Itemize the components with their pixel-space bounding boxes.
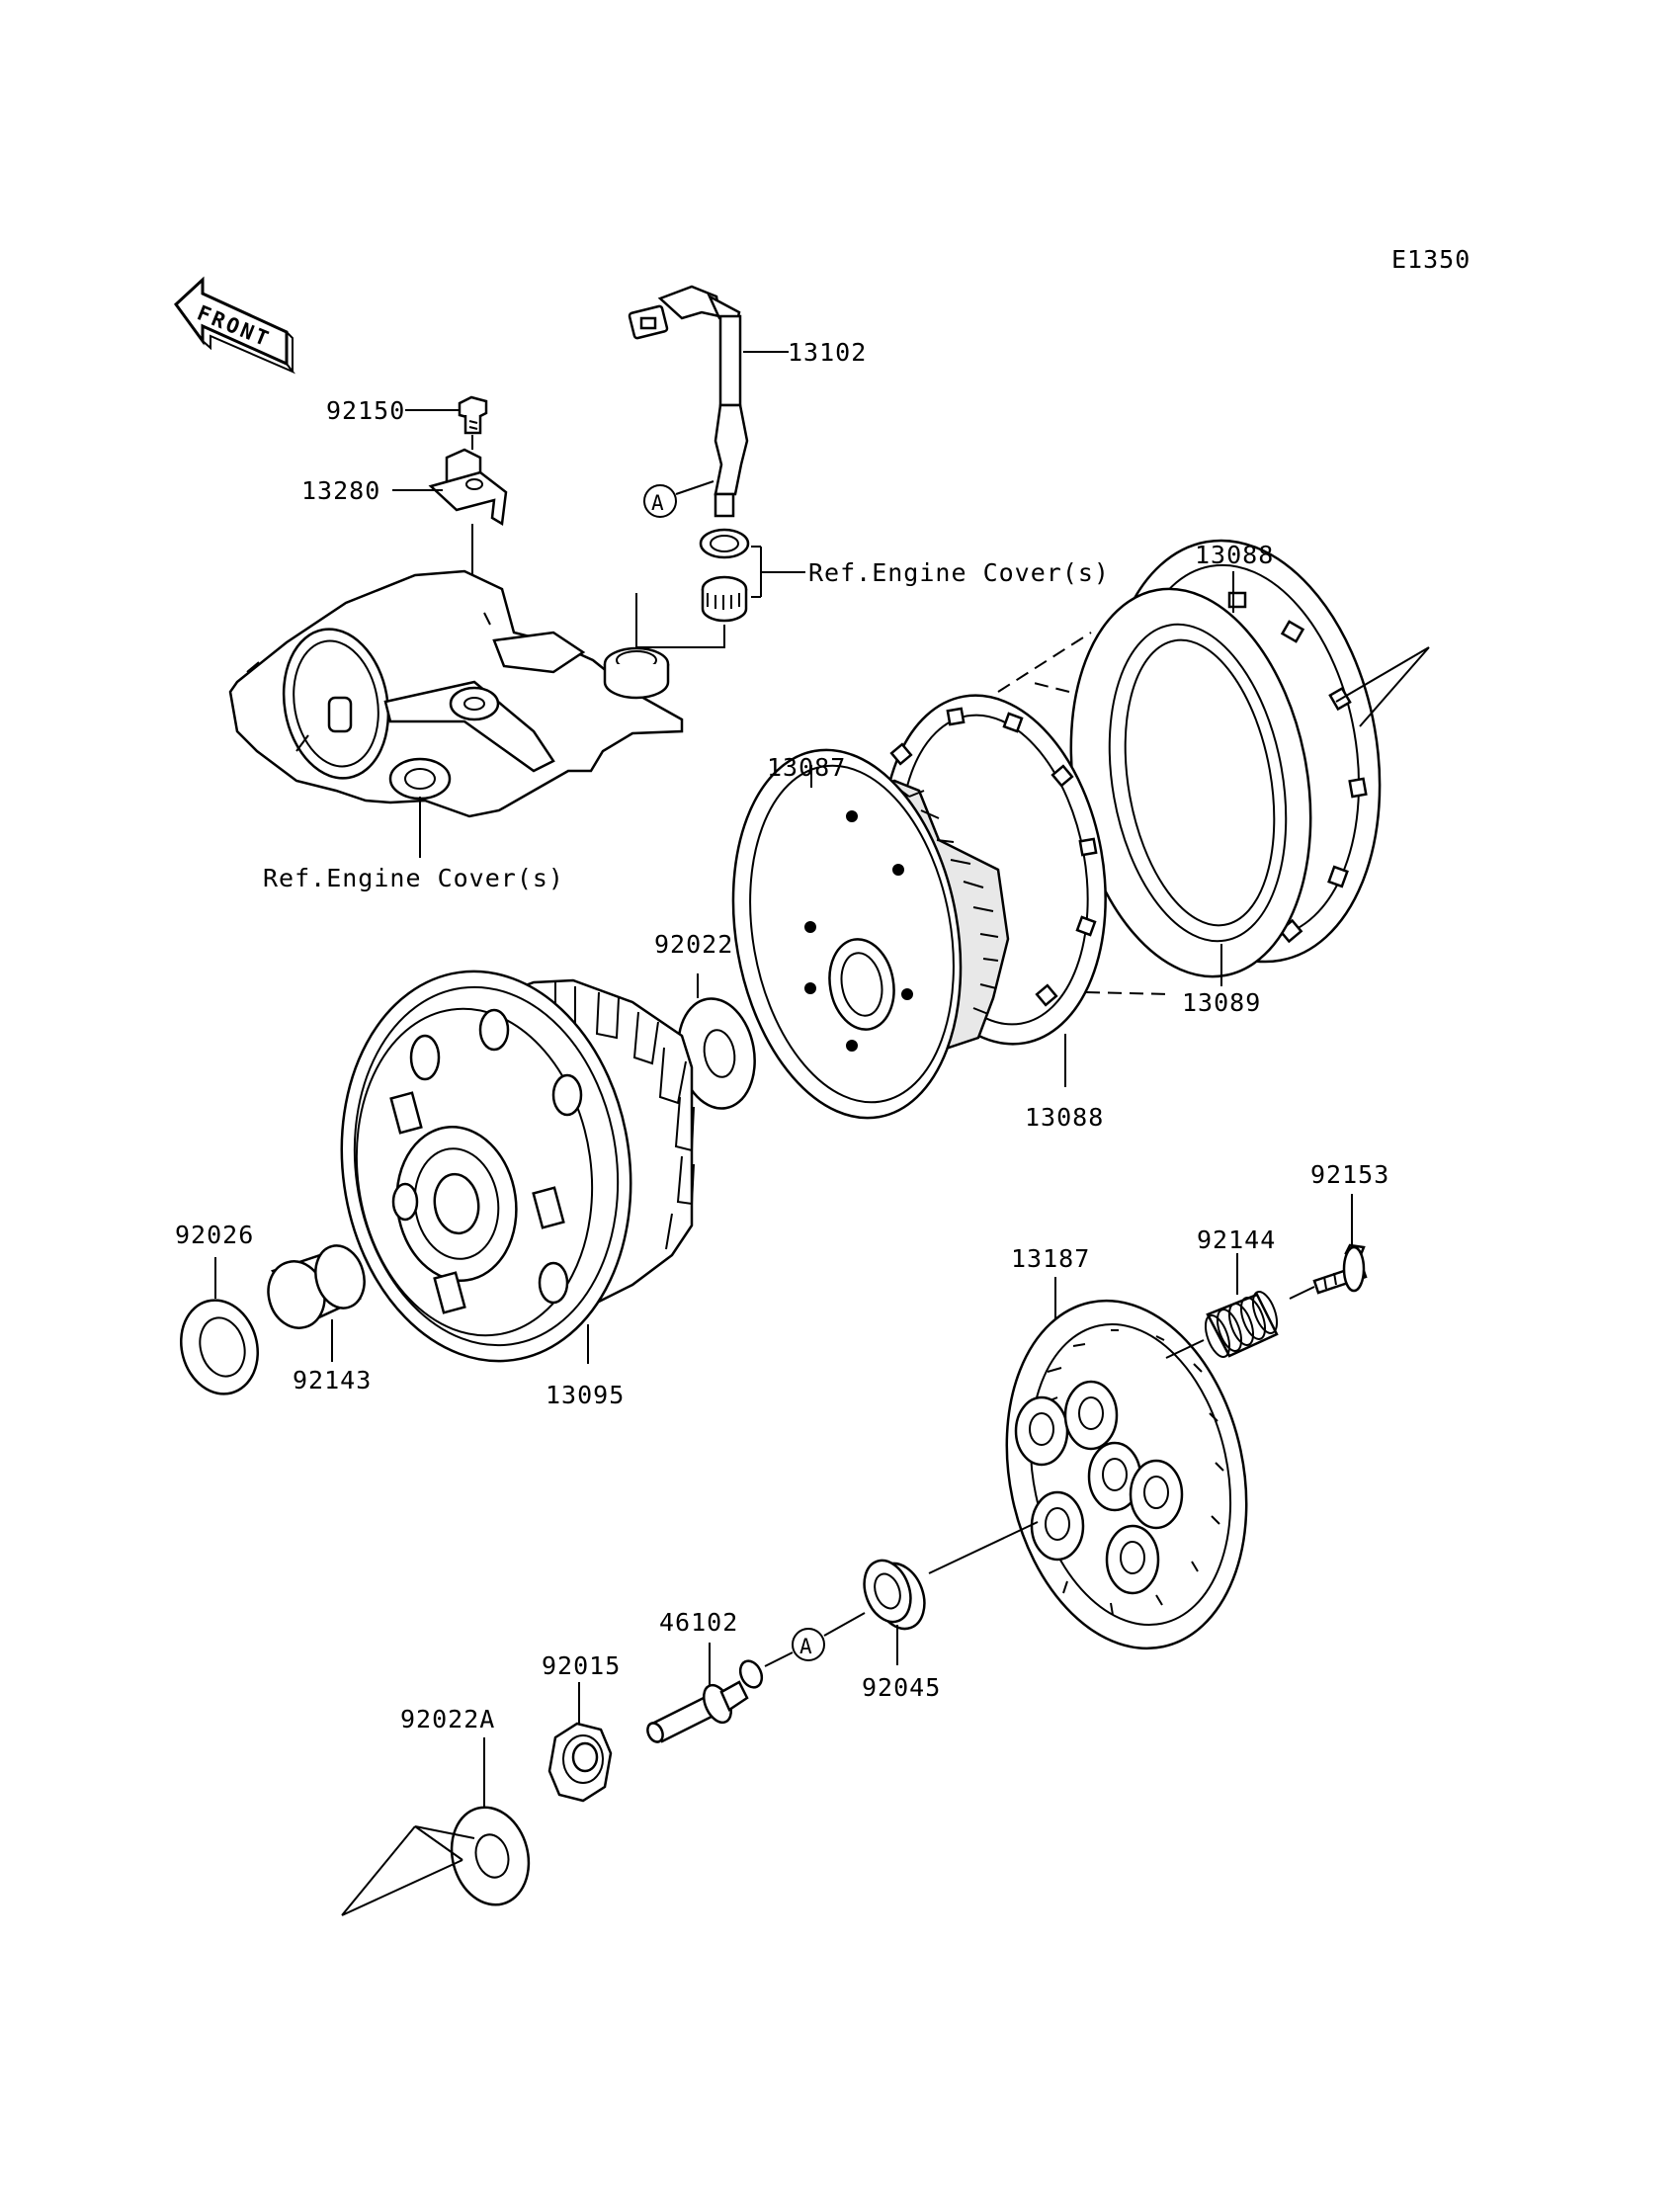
part-label-92026: 92026 [175,1221,254,1249]
diagram-code: E1350 [1391,245,1470,274]
part-label-13187: 13187 [1011,1244,1090,1273]
marker-a-bottom-label: A [799,1635,813,1658]
push-rod-46102 [646,1643,764,1743]
part-label-92022: 92022 [654,930,733,959]
steel-plate-13089 [1069,587,1312,986]
part-label-13089: 13089 [1182,988,1261,1017]
part-label-13280: 13280 [301,476,380,505]
bolt-92150 [405,395,488,435]
part-label-13088-top: 13088 [1195,541,1274,569]
part-label-92015: 92015 [542,1651,621,1680]
nut-92015 [547,1682,613,1803]
bracket-13280 [392,435,508,672]
pressure-plate-13187 [1005,1277,1248,1650]
part-label-92144: 92144 [1197,1225,1276,1254]
ref-engine-cover-label-1: Ref.Engine Cover(s) [808,558,1110,587]
part-label-92153: 92153 [1310,1160,1389,1189]
part-label-13095: 13095 [546,1381,625,1409]
clutch-release-shaft [628,285,789,518]
engine-cover [228,569,684,858]
part-label-92022A: 92022A [400,1705,495,1733]
marker-a-top: A [643,480,714,518]
part-label-13088-bottom: 13088 [1025,1103,1104,1132]
bolt-92153 [1289,1194,1368,1300]
part-label-92143: 92143 [293,1366,372,1394]
part-label-92045: 92045 [862,1673,941,1702]
part-label-13087: 13087 [767,753,846,782]
needle-bearing [699,528,805,623]
clutch-hub-13087 [731,748,1010,1120]
collar-92026 [179,1257,260,1395]
washer-92022A [341,1737,531,1916]
ref-engine-cover-label-2: Ref.Engine Cover(s) [263,864,564,892]
clutch-housing-13095 [340,970,695,1364]
washer-92022 [677,973,756,1110]
spring-92144 [1165,1253,1279,1359]
part-label-46102: 46102 [659,1608,738,1637]
marker-a-label: A [651,491,665,515]
bearing-92045 [863,1521,1039,1665]
sleeve-92143 [267,1244,366,1362]
marker-a-bottom: A [764,1612,866,1667]
part-label-92150: 92150 [326,396,405,425]
front-arrow-icon: FRONT [174,276,296,375]
part-label-13102: 13102 [788,338,867,367]
